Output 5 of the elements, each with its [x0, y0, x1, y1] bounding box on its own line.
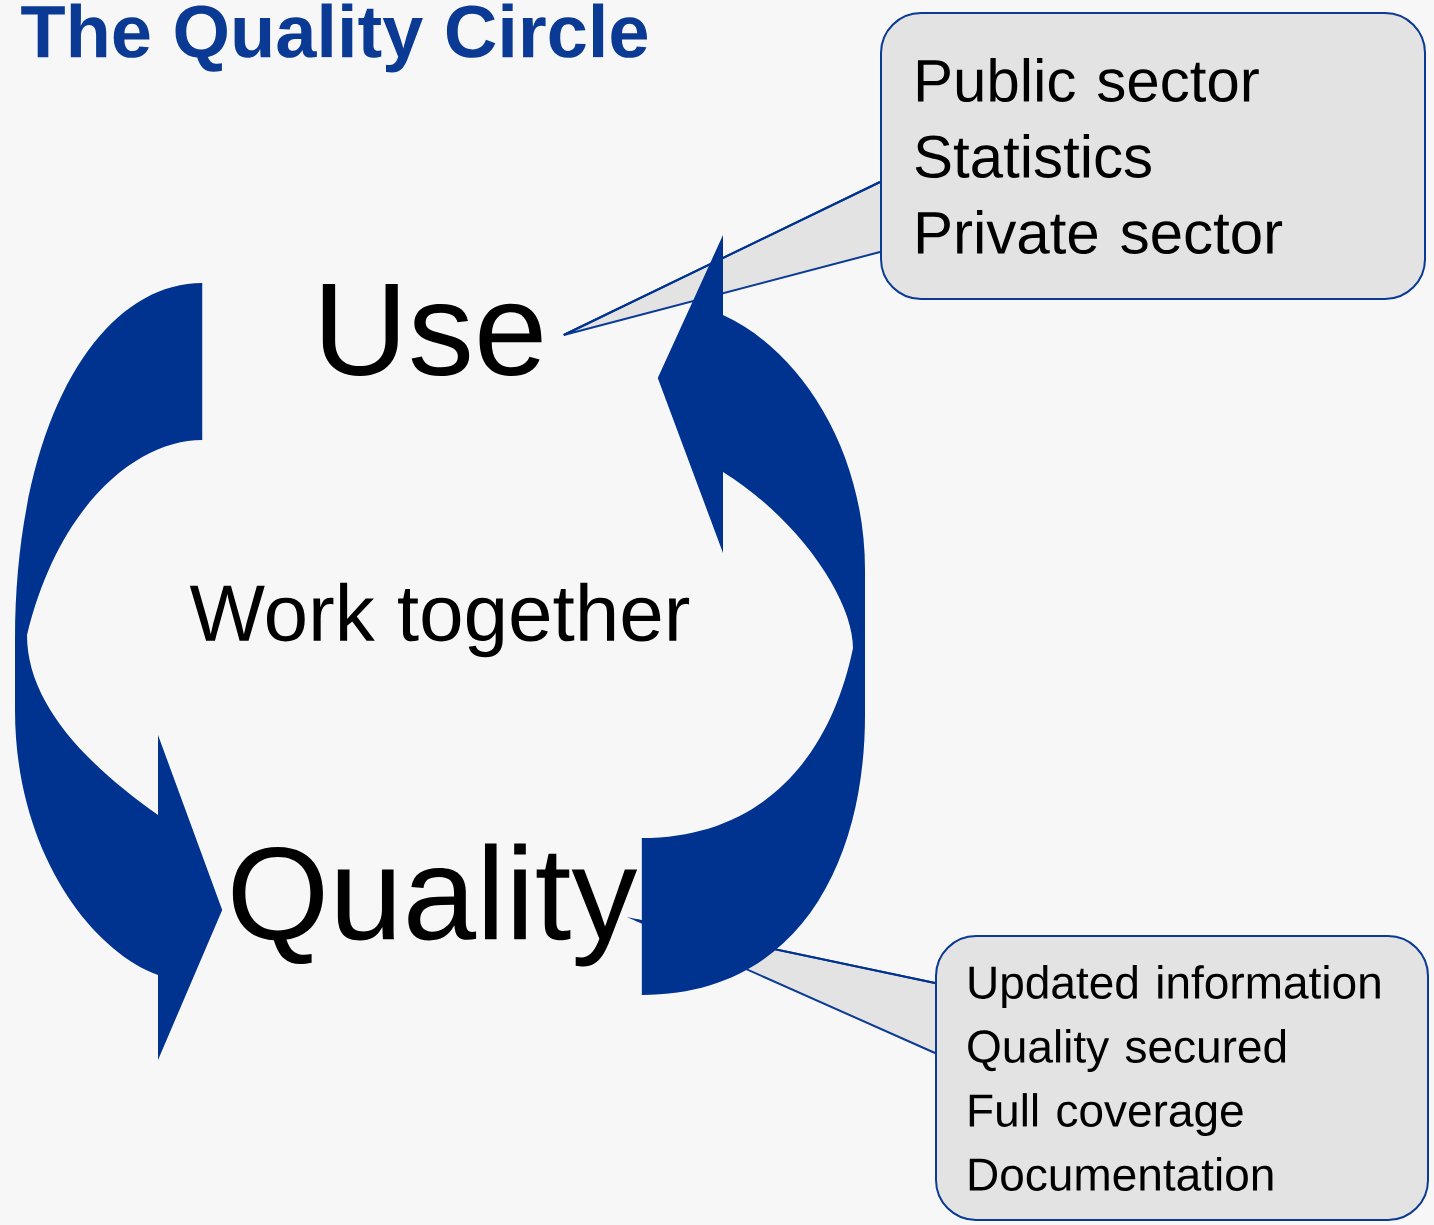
cycle-label: Use: [322, 283, 542, 377]
center-label: Work together: [189, 582, 690, 658]
leader-line: [562, 181, 881, 336]
curved-arrow: [641, 235, 865, 995]
curved-arrow: [15, 283, 223, 1060]
